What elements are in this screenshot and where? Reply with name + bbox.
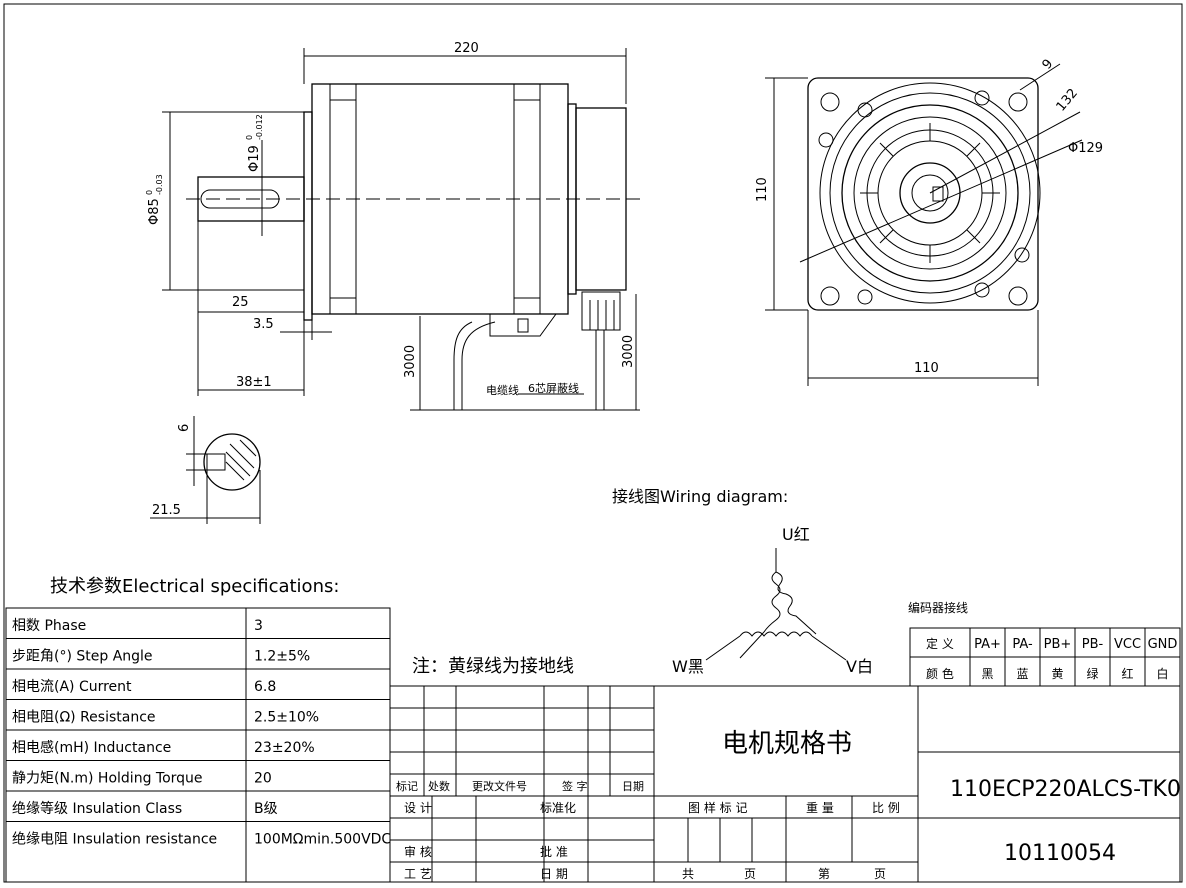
dim-body-dia-label: Φ85 [147, 198, 162, 225]
w-label: W黑 [672, 657, 704, 676]
dim-width-label: 110 [914, 361, 939, 376]
key-section: 6 21.5 [150, 416, 261, 524]
dim-body-tol-lower: -0.03 [155, 174, 164, 195]
wiring-diagram: 接线图Wiring diagram: U红 W黑 V白 [612, 487, 873, 676]
dim-height-label: 110 [755, 177, 770, 202]
dim-hole-label: 9 [1040, 57, 1057, 73]
encoder-color-cell: 黄 [1051, 667, 1063, 681]
shield-cable-label: 6芯屏蔽线 [528, 381, 579, 395]
specs-table: 技术参数Electrical specifications: 相数 Phase 3… [5, 576, 391, 883]
sheet-border [3, 3, 1183, 883]
dim-cable-len-1: 3000 [403, 345, 418, 378]
rev-header-sign: 签 字 [562, 779, 588, 793]
encoder-connector [581, 291, 621, 331]
spec-value: 1.2±5% [254, 649, 310, 665]
page-label: 页 [744, 867, 756, 881]
rev-header-file: 更改文件号 [472, 779, 527, 793]
front-view: 9 132 Φ129 110 110 [755, 57, 1103, 386]
encoder-def-cell: VCC [1114, 637, 1141, 652]
encoder-color-cell: 黑 [981, 667, 993, 681]
dim-shaft-dia-label: Φ19 [247, 145, 262, 172]
encoder-def-cell: PA+ [974, 637, 1001, 652]
spec-label: 静力矩(N.m) Holding Torque [12, 771, 203, 787]
dim-key-width-label: 6 [177, 424, 192, 432]
encoder-table: 编码器接线 定 义 颜 色 PA+ 黑 PA- 蓝 PB+ 黄 PB- 绿 VCC 红 GND 白 [908, 600, 1181, 687]
process-label: 工 艺 [404, 867, 432, 881]
rev-header-mark: 标记 [396, 779, 418, 793]
sheet-label: 第 [818, 867, 830, 881]
encoder-def-cell: GND [1148, 637, 1178, 652]
spec-label: 相电感(mH) Inductance [12, 739, 171, 756]
dim-cable-len-2: 3000 [621, 335, 636, 368]
winding-w-v [739, 631, 813, 637]
keyway [200, 189, 280, 209]
encoder-color-cell: 白 [1156, 666, 1168, 681]
dim-129-label: Φ129 [1068, 141, 1103, 156]
rev-header-count: 处数 [428, 780, 450, 793]
wiring-title: 接线图Wiring diagram: [612, 487, 788, 506]
dim-key-depth-label: 21.5 [152, 503, 181, 518]
spec-value: 100MΩmin.500VDC [254, 832, 391, 848]
encoder-color-cell: 红 [1121, 666, 1133, 681]
doc-title: 电机规格书 [722, 729, 852, 759]
dim-shaft-total-label: 38±1 [236, 375, 272, 390]
ground-note: 注：黄绿线为接地线 [412, 656, 574, 677]
model-number: 110ECP220ALCS-TK0 [950, 777, 1181, 802]
date-label: 日 期 [540, 867, 568, 881]
spec-value: 20 [254, 771, 272, 787]
dim-shaft-len-label: 25 [232, 295, 249, 310]
design-label: 设 计 [404, 801, 432, 815]
total-label: 共 [682, 867, 694, 881]
dim-body-tol-upper: 0 [145, 190, 154, 195]
approve-label: 批 准 [540, 844, 568, 859]
weight-label: 重 量 [806, 801, 834, 815]
winding-u-v [775, 571, 817, 635]
title-block: 标记 处数 更改文件号 签 字 日期 设 计 标准化 审 核 批 准 工 艺 日… [389, 685, 1181, 883]
encoder-def-cell: PB+ [1044, 637, 1072, 652]
flange [303, 111, 313, 321]
encoder-def-cell: PB- [1082, 637, 1104, 652]
rev-header-date: 日期 [622, 780, 644, 793]
spec-value: 23±20% [254, 740, 315, 756]
encoder-row2-label: 颜 色 [926, 666, 954, 681]
review-label: 审 核 [404, 844, 432, 859]
scale-label: 比 例 [872, 801, 900, 815]
side-view: 220 Φ85 0 -0.03 Φ19 0 -0.012 25 3.5 38±1 [145, 41, 640, 411]
encoder-color-cell: 绿 [1086, 666, 1098, 681]
spec-label: 相电阻(Ω) Resistance [12, 710, 156, 726]
dim-flange-label: 3.5 [253, 317, 274, 332]
spec-label: 步距角(°) Step Angle [12, 649, 153, 665]
spec-label: 绝缘电阻 Insulation resistance [12, 832, 217, 848]
encoder-title: 编码器接线 [908, 600, 968, 615]
spec-value: 6.8 [254, 679, 276, 695]
u-label: U红 [782, 525, 810, 544]
dim-132-label: 132 [1054, 86, 1081, 115]
dim-shaft-tol-lower: -0.012 [255, 114, 264, 140]
encoder-def-cell: PA- [1012, 637, 1033, 652]
standard-label: 标准化 [540, 801, 576, 815]
part-code: 10110054 [1004, 841, 1116, 866]
spec-value: B级 [254, 801, 278, 817]
dim-length-label: 220 [454, 41, 479, 56]
encoder-row1-label: 定 义 [926, 636, 954, 651]
spec-value: 3 [254, 618, 263, 634]
winding-u-w [739, 571, 781, 659]
spec-value: 2.5±10% [254, 710, 319, 726]
page2-label: 页 [874, 867, 886, 881]
encoder-color-cell: 蓝 [1016, 667, 1028, 681]
spec-label: 相电流(A) Current [12, 679, 132, 695]
cable-label: 电缆线 [486, 383, 519, 397]
dim-shaft-tol-upper: 0 [245, 135, 254, 140]
specs-title: 技术参数Electrical specifications: [50, 576, 339, 597]
power-cable [453, 321, 496, 410]
v-label: V白 [846, 657, 873, 676]
drawing-mark-label: 图 样 标 记 [688, 800, 747, 815]
spec-label: 相数 Phase [12, 618, 86, 634]
front-flange [807, 77, 1039, 311]
spec-label: 绝缘等级 Insulation Class [12, 800, 182, 817]
